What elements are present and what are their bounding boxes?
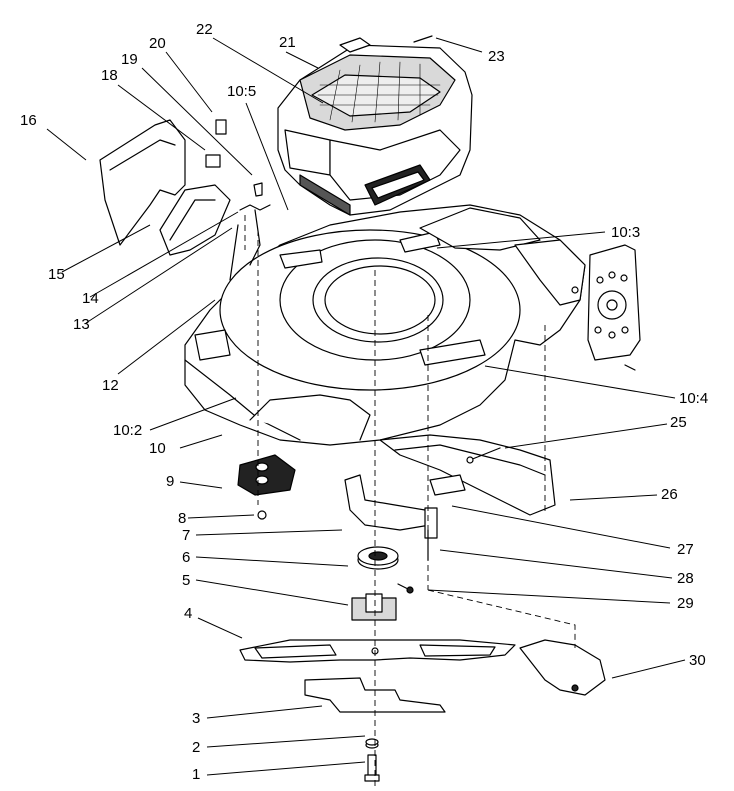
rear-baffle	[379, 434, 556, 516]
leader-lines	[46, 37, 686, 776]
callout-3: 3	[192, 710, 201, 727]
wheel-height-plate	[587, 244, 641, 371]
handle-lever	[159, 184, 231, 256]
adapter-5	[351, 593, 397, 621]
nut-8	[257, 510, 267, 520]
callout-8: 8	[178, 510, 187, 527]
callout-27: 27	[677, 541, 694, 558]
callout-22: 22	[196, 21, 213, 38]
callout-2: 2	[192, 739, 201, 756]
callout-28: 28	[677, 570, 694, 587]
blade-4	[239, 639, 516, 663]
bolt-6b	[397, 583, 414, 594]
callout-7: 7	[182, 527, 191, 544]
callout-1: 1	[192, 766, 201, 783]
callout-15: 15	[48, 266, 65, 283]
bolt-1	[364, 754, 380, 782]
bracket-30	[519, 639, 606, 696]
spring-and-cable	[205, 119, 271, 281]
callout-12: 12	[102, 377, 119, 394]
callout-9: 9	[166, 473, 175, 490]
washer-2	[365, 738, 379, 749]
callout-30: 30	[689, 652, 706, 669]
callout-20: 20	[149, 35, 166, 52]
callout-13: 13	[73, 316, 90, 333]
callout-21: 21	[279, 34, 296, 51]
callout-29: 29	[677, 595, 694, 612]
callout-16: 16	[20, 112, 37, 129]
callout-26: 26	[661, 486, 678, 503]
callout-5: 5	[182, 572, 191, 589]
callout-10: 10	[149, 440, 166, 457]
callout-6: 6	[182, 549, 191, 566]
screw-25	[466, 447, 501, 464]
callout-10-5: 10:5	[227, 83, 257, 100]
blade-brake-bracket	[344, 474, 438, 539]
callout-19: 19	[121, 51, 138, 68]
callout-25: 25	[670, 414, 687, 431]
bearing-6	[357, 546, 399, 570]
mower-deck	[184, 204, 586, 446]
callout-18: 18	[101, 67, 118, 84]
alignment-lines	[244, 215, 576, 790]
callout-14: 14	[82, 290, 99, 307]
callout-23: 23	[488, 48, 505, 65]
callout-10-4: 10:4	[679, 390, 709, 407]
callout-10-2: 10:2	[113, 422, 143, 439]
engine	[277, 35, 473, 216]
callout-4: 4	[184, 605, 193, 622]
handle-bracket	[99, 119, 186, 246]
chute-guard	[237, 454, 296, 496]
callout-10-3: 10:3	[611, 224, 641, 241]
